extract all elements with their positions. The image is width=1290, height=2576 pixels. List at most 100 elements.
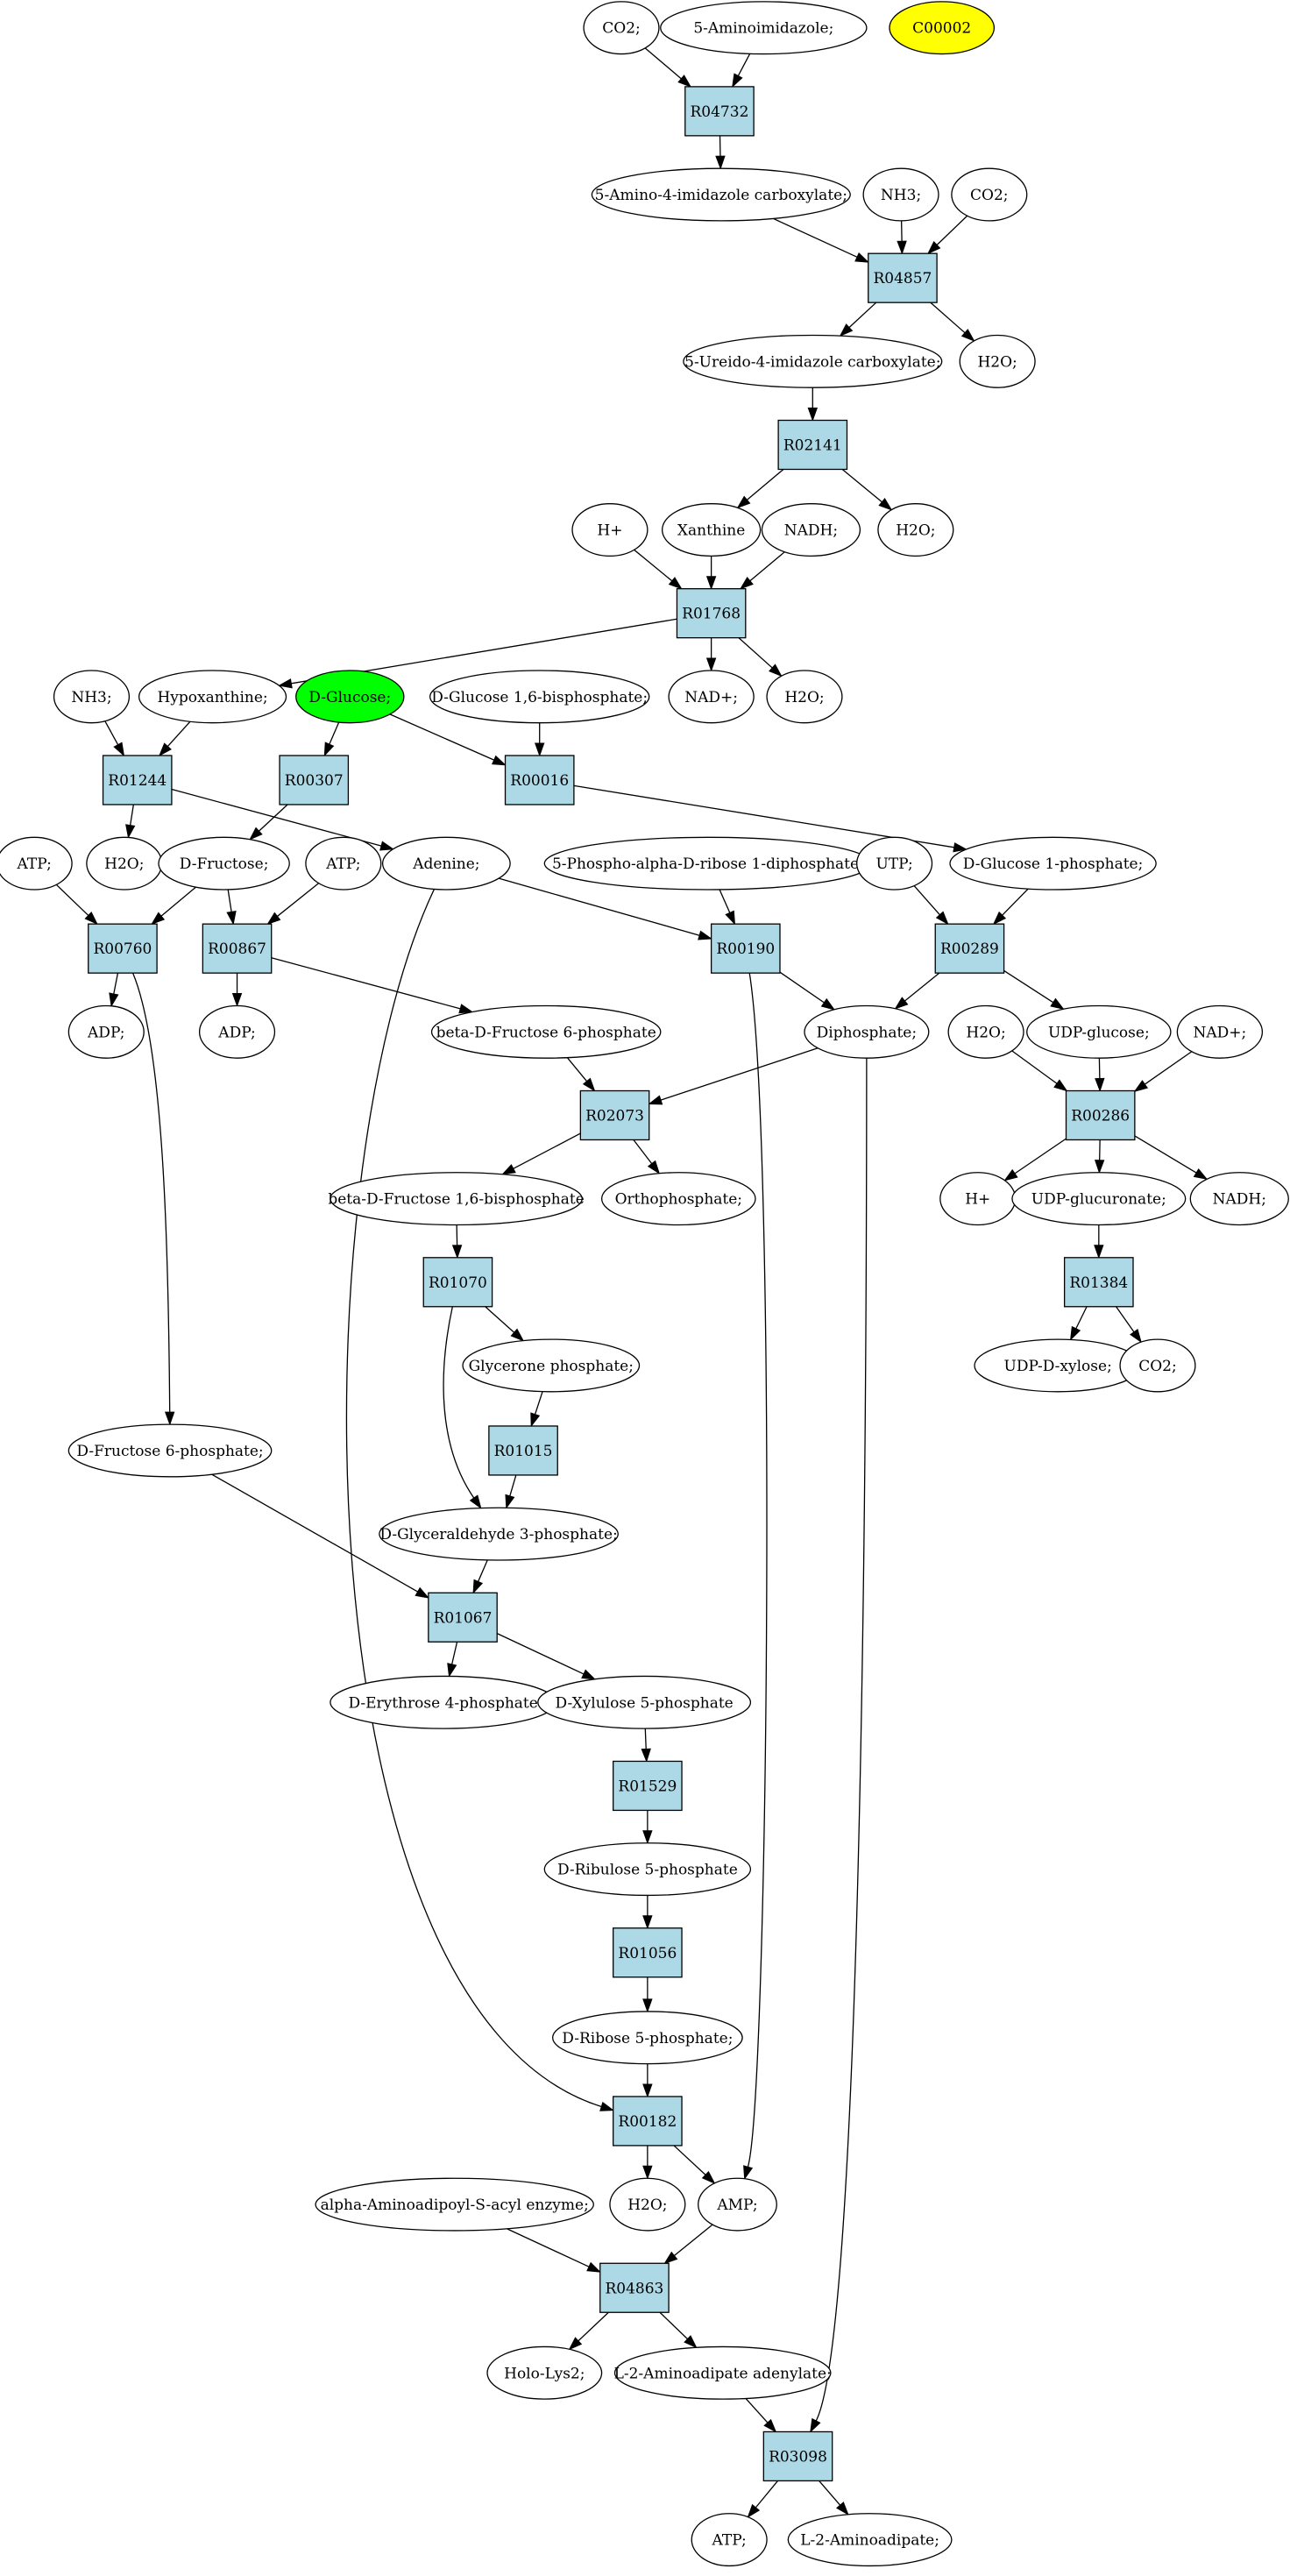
reaction-node-R01384[interactable]: R01384 <box>1063 1257 1134 1308</box>
edge-r_R01070-to-m_glycerone <box>485 1306 515 1333</box>
r_R00190-label: R00190 <box>716 940 775 958</box>
arrowhead-m_hypoxanthine-to-r_R01244 <box>158 742 172 757</box>
reaction-node-R01529[interactable]: R01529 <box>613 1760 683 1812</box>
metabolite-node-h2o_r00286[interactable]: H2O; <box>947 1004 1024 1059</box>
metabolite-node-h2o_r01244[interactable]: H2O; <box>86 836 163 891</box>
metabolite-node-l2aa_adenylate[interactable]: L-2-Aminoadipate adenylate; <box>614 2345 832 2400</box>
reaction-node-R03098[interactable]: R03098 <box>762 2431 833 2482</box>
m_atp_2-label: ATP; <box>325 855 360 873</box>
metabolite-node-alphaamino[interactable]: alpha-Aminoadipoyl-S-acyl enzyme; <box>315 2177 594 2232</box>
metabolite-node-udpglucose[interactable]: UDP-glucose; <box>1026 1004 1172 1059</box>
reaction-node-R00182[interactable]: R00182 <box>613 2096 683 2147</box>
metabolite-node-nh3_2[interactable]: NH3; <box>53 670 131 724</box>
metabolite-node-prpp[interactable]: 5-Phospho-alpha-D-ribose 1-diphosphate; <box>543 836 873 891</box>
reaction-node-R00286[interactable]: R00286 <box>1065 1089 1136 1141</box>
metabolite-node-atp_2[interactable]: ATP; <box>305 836 382 891</box>
metabolite-node-e4p[interactable]: D-Erythrose 4-phosphate <box>330 1675 557 1729</box>
reaction-node-R01070[interactable]: R01070 <box>422 1257 493 1308</box>
metabolite-node-nadh_2[interactable]: NADH; <box>1189 1172 1289 1226</box>
reaction-node-R02141[interactable]: R02141 <box>777 419 848 471</box>
edge-r_R01384-to-m_co2_3 <box>1116 1306 1135 1333</box>
metabolite-node-h2o_r04857[interactable]: H2O; <box>959 334 1036 388</box>
metabolite-node-h2o_r01768[interactable]: H2O; <box>766 670 843 724</box>
metabolite-node-h2o_r00182[interactable]: H2O; <box>609 2177 686 2232</box>
metabolite-node-co2_top[interactable]: CO2; <box>583 1 660 55</box>
metabolite-ellipse <box>856 836 933 891</box>
metabolite-node-dglucose[interactable]: D-Glucose; <box>295 670 405 724</box>
metabolite-node-c00002[interactable]: C00002 <box>889 1 996 55</box>
metabolite-node-orthophosphate[interactable]: Orthophosphate; <box>600 1172 756 1226</box>
reaction-node-R04732[interactable]: R04732 <box>684 86 755 137</box>
r_R00182-label: R00182 <box>618 2113 677 2131</box>
metabolite-node-dfructose[interactable]: D-Fructose; <box>158 836 290 891</box>
reaction-node-R00760[interactable]: R00760 <box>88 923 158 974</box>
arrowhead-r_R01070-to-m_glycerone <box>510 1328 525 1342</box>
arrowhead-r_R01768-to-m_hypoxanthine <box>278 678 293 689</box>
reaction-node-R04857[interactable]: R04857 <box>868 252 938 303</box>
metabolite-node-x5p[interactable]: D-Xylulose 5-phosphate <box>537 1675 752 1729</box>
metabolite-node-holo[interactable]: Holo-Lys2; <box>486 2345 603 2400</box>
metabolite-node-ureido[interactable]: 5-Ureido-4-imidazole carboxylate; <box>683 334 943 388</box>
metabolite-node-bf6p[interactable]: beta-D-Fructose 6-phosphate <box>430 1004 662 1059</box>
arrowhead-m_co2_2-to-r_R04857 <box>926 241 941 255</box>
metabolite-node-df6p[interactable]: D-Fructose 6-phosphate; <box>67 1423 273 1478</box>
reaction-node-R01056[interactable]: R01056 <box>613 1927 683 1978</box>
metabolite-ellipse <box>660 1 868 55</box>
reaction-node-R00307[interactable]: R00307 <box>279 755 350 805</box>
metabolite-node-nh3_top[interactable]: NH3; <box>862 167 939 222</box>
reaction-node-R00867[interactable]: R00867 <box>202 923 273 974</box>
metabolite-node-aminoimidazole[interactable]: 5-Aminoimidazole; <box>660 1 868 55</box>
metabolite-node-amp[interactable]: AMP; <box>698 2177 777 2232</box>
metabolite-node-hplus_2[interactable]: H+ <box>939 1172 1017 1226</box>
metabolite-node-nadh_1[interactable]: NADH; <box>761 503 861 557</box>
metabolite-node-l2aa[interactable]: L-2-Aminoadipate; <box>787 2513 953 2567</box>
metabolite-node-atp_3[interactable]: ATP; <box>691 2513 768 2567</box>
reaction-node-R01768[interactable]: R01768 <box>676 588 747 639</box>
metabolite-node-nadplus_2[interactable]: NAD+; <box>1176 1004 1264 1059</box>
edge-r_R03098-to-m_atp_3 <box>755 2480 778 2509</box>
metabolite-node-nadplus_1[interactable]: NAD+; <box>668 670 755 724</box>
metabolite-node-utp[interactable]: UTP; <box>856 836 933 891</box>
arrowhead-m_xanthine-to-r_R01768 <box>705 576 717 591</box>
metabolite-node-h2o_r02141[interactable]: H2O; <box>877 503 954 557</box>
metabolite-node-xanthine[interactable]: Xanthine <box>661 503 762 557</box>
metabolite-node-aic[interactable]: 5-Amino-4-imidazole carboxylate; <box>591 167 851 222</box>
reaction-node-R01015[interactable]: R01015 <box>488 1425 558 1476</box>
metabolite-node-hypoxanthine[interactable]: Hypoxanthine; <box>138 670 287 724</box>
metabolite-node-g3p[interactable]: D-Glyceraldehyde 3-phosphate; <box>379 1507 619 1561</box>
reaction-node-R01244[interactable]: R01244 <box>102 755 173 805</box>
metabolite-node-co2_3[interactable]: CO2; <box>1119 1338 1196 1393</box>
metabolite-node-glycerone[interactable]: Glycerone phosphate; <box>462 1338 641 1393</box>
reaction-node-R04863[interactable]: R04863 <box>599 2262 670 2313</box>
metabolite-node-adp_2[interactable]: ADP; <box>198 1004 276 1059</box>
arrowhead-r_R00867-to-m_bf6p <box>458 1004 474 1014</box>
edge-m_aic-to-r_R04857 <box>773 217 858 258</box>
reaction-node-R00190[interactable]: R00190 <box>710 923 781 974</box>
metabolite-node-diphosphate[interactable]: Diphosphate; <box>804 1004 930 1059</box>
reaction-box <box>88 923 158 974</box>
metabolite-node-atp_1[interactable]: ATP; <box>0 836 73 891</box>
m_l2aa_adenylate-label: L-2-Aminoadipate adenylate; <box>614 2365 832 2382</box>
metabolite-node-g16bp[interactable]: D-Glucose 1,6-bisphosphate; <box>429 670 650 724</box>
metabolite-node-co2_2[interactable]: CO2; <box>951 167 1028 222</box>
metabolite-node-hplus_1[interactable]: H+ <box>571 503 649 557</box>
arrowhead-r_R01244-to-m_adenine <box>379 841 395 851</box>
arrowhead-m_dglucose-to-r_R00307 <box>323 742 335 757</box>
metabolite-node-r5p[interactable]: D-Ribose 5-phosphate; <box>551 2011 743 2065</box>
metabolite-node-udpglucuronate[interactable]: UDP-glucuronate; <box>1011 1172 1187 1226</box>
reaction-node-R01067[interactable]: R01067 <box>428 1592 498 1643</box>
reaction-node-R00016[interactable]: R00016 <box>504 755 575 805</box>
reaction-node-R02073[interactable]: R02073 <box>579 1089 650 1141</box>
metabolite-node-g1p[interactable]: D-Glucose 1-phosphate; <box>949 836 1157 891</box>
m_h2o_r00182-label: H2O; <box>627 2196 667 2214</box>
metabolite-node-ru5p[interactable]: D-Ribulose 5-phosphate <box>543 1842 752 1897</box>
arrowhead-r_R01529-to-m_ru5p <box>642 1830 653 1845</box>
arrowhead-m_nh3_2-to-r_R01244 <box>113 742 125 757</box>
metabolite-ellipse <box>1119 1338 1196 1393</box>
reaction-node-R00289[interactable]: R00289 <box>934 923 1005 974</box>
metabolite-node-adp_1[interactable]: ADP; <box>67 1004 145 1059</box>
metabolite-node-bf16bp[interactable]: beta-D-Fructose 1,6-bisphosphate <box>328 1172 585 1226</box>
metabolite-node-udpxylose[interactable]: UDP-D-xylose; <box>974 1338 1142 1393</box>
metabolite-node-adenine[interactable]: Adenine; <box>381 836 511 891</box>
